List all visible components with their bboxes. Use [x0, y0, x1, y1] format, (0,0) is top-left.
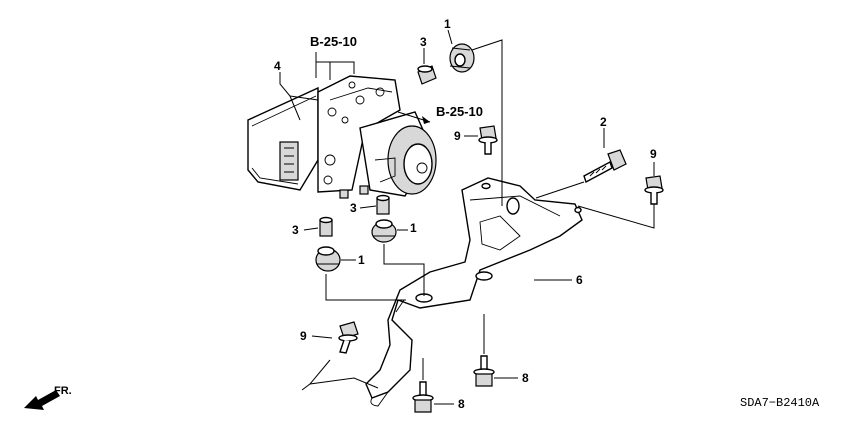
flange-bolt-9-top — [478, 125, 498, 155]
callout-3-low: 3 — [292, 223, 299, 237]
callout-9-left-top: 9 — [454, 129, 461, 143]
callout-6: 6 — [576, 273, 583, 287]
callout-3-mid: 3 — [350, 201, 357, 215]
callout-3-top: 3 — [420, 35, 427, 49]
callout-1-top: 1 — [444, 17, 451, 31]
flange-bolt-9-left — [338, 321, 359, 354]
callout-2: 2 — [600, 115, 607, 129]
abs-modulator-unit — [247, 75, 437, 199]
collar-top — [417, 65, 437, 85]
leader-lines — [279, 29, 655, 405]
rubber-mount-mid — [371, 219, 397, 243]
flange-bolt-8-right — [473, 355, 495, 387]
callout-1-low: 1 — [358, 253, 365, 267]
reference-label-right: B-25-10 — [436, 104, 483, 119]
collar-mid — [376, 194, 390, 215]
rubber-mount-top — [449, 43, 475, 73]
callout-8-right: 8 — [522, 371, 529, 385]
rubber-mount-low — [315, 246, 341, 272]
flange-bolt-8-low — [412, 381, 434, 413]
callout-1-mid: 1 — [410, 221, 417, 235]
front-direction-label: FR. — [54, 385, 72, 397]
front-direction-arrow: FR. — [24, 385, 72, 410]
collar-low — [319, 216, 333, 237]
diagram-code: SDA7−B2410A — [740, 396, 820, 410]
flange-bolt-9-right — [644, 175, 664, 205]
callout-4: 4 — [274, 59, 281, 73]
reference-label-top: B-25-10 — [310, 34, 357, 49]
callout-9-right: 9 — [650, 147, 657, 161]
callout-9-left-low: 9 — [300, 329, 307, 343]
callout-8-low: 8 — [458, 397, 465, 411]
mounting-bracket — [365, 177, 583, 407]
bolt-part-2 — [583, 149, 627, 184]
